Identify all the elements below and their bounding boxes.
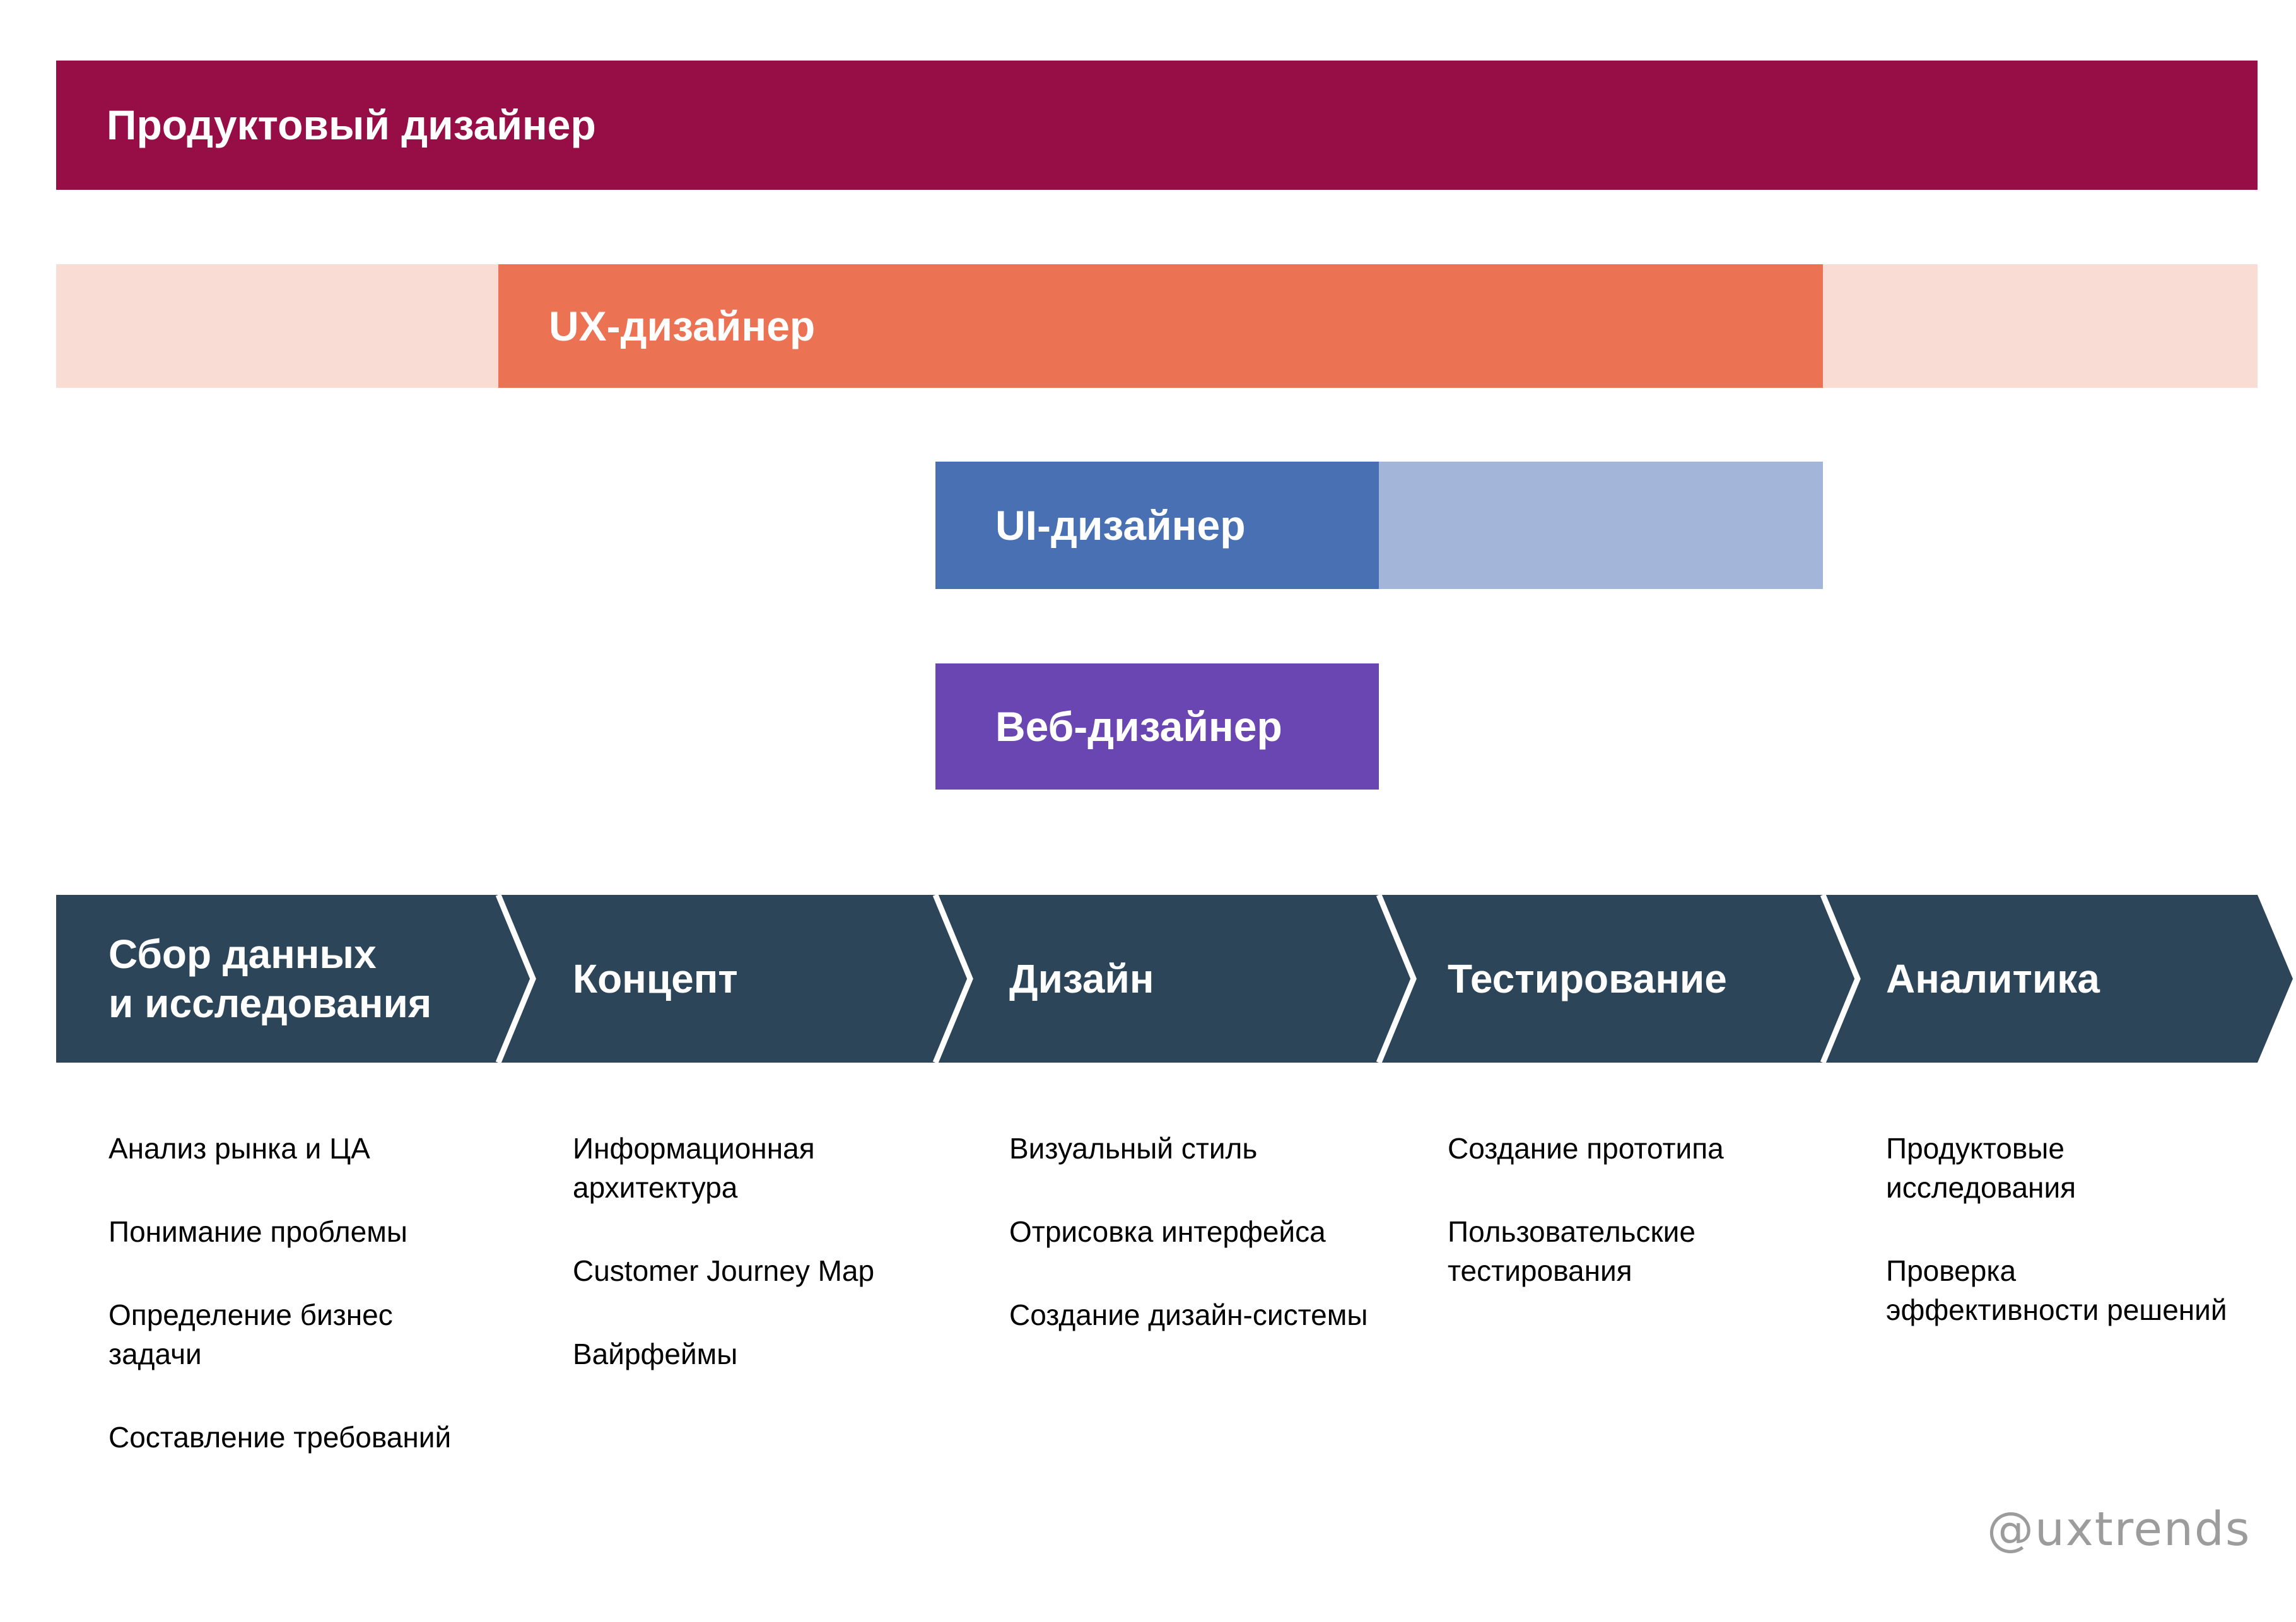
phase-separator-3 <box>1376 895 1417 1063</box>
role-bar-ux-designer: UX-дизайнер <box>498 264 1823 388</box>
list-item: Пользовательские тестирования <box>1448 1215 1696 1287</box>
list-item: Составление требований <box>108 1421 452 1454</box>
phase-items-concept: Информационная архитектура Customer Jour… <box>573 1129 976 1418</box>
phase-chevron-analytics <box>1823 895 2293 1063</box>
phase-chevron-concept <box>498 895 970 1063</box>
role-bar-product-designer-label: Продуктовый дизайнер <box>107 102 596 149</box>
phase-items-design: Визуальный стиль Отрисовка интерфейса Со… <box>1009 1129 1413 1379</box>
list-item: Customer Journey Map <box>573 1254 875 1287</box>
phase-separator-4 <box>1820 895 1861 1063</box>
phase-separator-1 <box>495 895 536 1063</box>
list-item: Анализ рынка и ЦА <box>108 1132 370 1165</box>
phase-chevron-research <box>56 895 533 1063</box>
phase-items-testing: Создание прототипа Пользовательские тест… <box>1448 1129 1851 1334</box>
list-item: Создание прототипа <box>1448 1132 1724 1165</box>
list-item: Вайрфеймы <box>573 1338 738 1370</box>
role-bar-web-designer: Веб-дизайнер <box>935 663 1379 790</box>
role-bar-ux-designer-label: UX-дизайнер <box>549 302 816 349</box>
list-item: Проверка эффективности решений <box>1886 1254 2227 1326</box>
phase-items-analytics: Продуктовые исследования Проверка эффект… <box>1886 1129 2290 1374</box>
phase-label-design: Дизайн <box>1009 956 1154 1001</box>
process-arrow-band <box>56 895 2293 1063</box>
phase-label-research: Сбор данных и исследования <box>108 931 432 1026</box>
role-bar-ui-designer: UI-дизайнер <box>935 462 1379 589</box>
role-bar-ui-designer-extension <box>1379 462 1823 589</box>
role-bar-web-designer-label: Веб-дизайнер <box>995 703 1282 750</box>
phase-items-research: Анализ рынка и ЦА Понимание проблемы Опр… <box>108 1129 512 1501</box>
list-item: Определение бизнес задачи <box>108 1298 393 1370</box>
list-item: Отрисовка интерфейса <box>1009 1215 1326 1248</box>
list-item: Создание дизайн-системы <box>1009 1298 1368 1331</box>
phase-chevron-testing <box>1379 895 1858 1063</box>
phase-label-concept: Концепт <box>573 956 738 1001</box>
list-item: Визуальный стиль <box>1009 1132 1258 1165</box>
role-bar-product-designer: Продуктовый дизайнер <box>56 61 2258 190</box>
list-item: Понимание проблемы <box>108 1215 407 1248</box>
list-item: Информационная архитектура <box>573 1132 815 1204</box>
phase-separator-2 <box>932 895 973 1063</box>
phase-label-testing: Тестирование <box>1448 956 1727 1001</box>
list-item: Продуктовые исследования <box>1886 1132 2076 1204</box>
phase-label-analytics: Аналитика <box>1886 956 2100 1001</box>
phase-chevron-design <box>935 895 1414 1063</box>
role-bar-ui-designer-label: UI-дизайнер <box>995 501 1246 549</box>
watermark-uxtrends: @uxtrends <box>1987 1502 2251 1556</box>
